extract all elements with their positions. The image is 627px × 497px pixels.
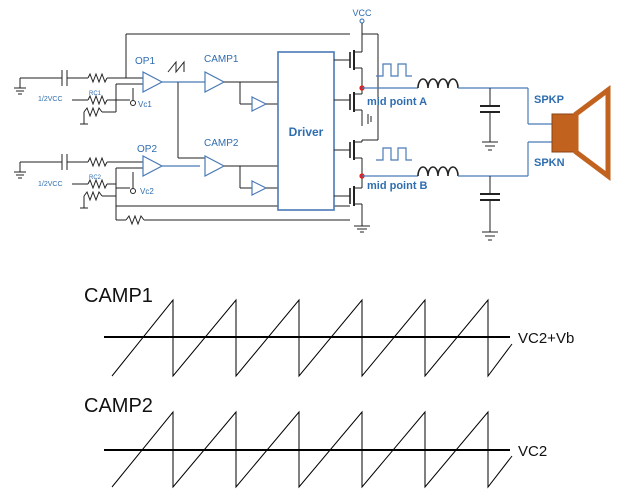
transistor-top-b — [349, 140, 363, 176]
input-stage-1: OP1 1/2VCC RC1 Vc1 — [14, 33, 350, 125]
camp2-reference-label: VC2 — [518, 443, 547, 460]
spkp-label: SPKP — [534, 94, 564, 106]
mid-point-b-label: mid point B — [367, 180, 428, 192]
vcc-label: VCC — [352, 8, 372, 18]
inductor-a — [417, 78, 459, 89]
h-bridge: VCC — [349, 8, 428, 233]
transistor-bottom-b — [349, 176, 363, 226]
camp1-reference-label: VC2+Vb — [518, 330, 574, 347]
driver-block: Driver — [277, 51, 350, 211]
op1-label: OP1 — [135, 56, 155, 67]
waveform-camp2: CAMP2 VC2 — [84, 395, 547, 489]
spkn-label: SPKN — [534, 157, 565, 169]
transistor-bottom-a — [349, 88, 372, 126]
transistor-top-a — [349, 48, 363, 88]
half-vcc-label-1: 1/2VCC — [38, 96, 63, 103]
comparators: CAMP1 CAMP2 — [167, 54, 278, 196]
vc1-label: Vc1 — [138, 100, 152, 109]
driver-label: Driver — [289, 125, 324, 139]
mid-point-a-label: mid point A — [367, 96, 427, 108]
half-vcc-label-2: 1/2VCC — [38, 181, 63, 188]
waveform-camp1: CAMP1 VC2+Vb — [84, 285, 574, 378]
camp2-title: CAMP2 — [84, 395, 153, 417]
speaker-icon — [551, 85, 611, 181]
camp2-schematic-label: CAMP2 — [204, 138, 239, 149]
output-filter: SPKP SPKN — [362, 78, 611, 241]
rc1-label: RC1 — [89, 91, 102, 97]
vc2-label: Vc2 — [140, 187, 154, 196]
camp1-title: CAMP1 — [84, 285, 153, 307]
camp1-schematic-label: CAMP1 — [204, 54, 239, 65]
rc2-label: RC2 — [89, 175, 102, 181]
op2-label: OP2 — [137, 144, 157, 155]
inductor-b — [417, 166, 459, 177]
